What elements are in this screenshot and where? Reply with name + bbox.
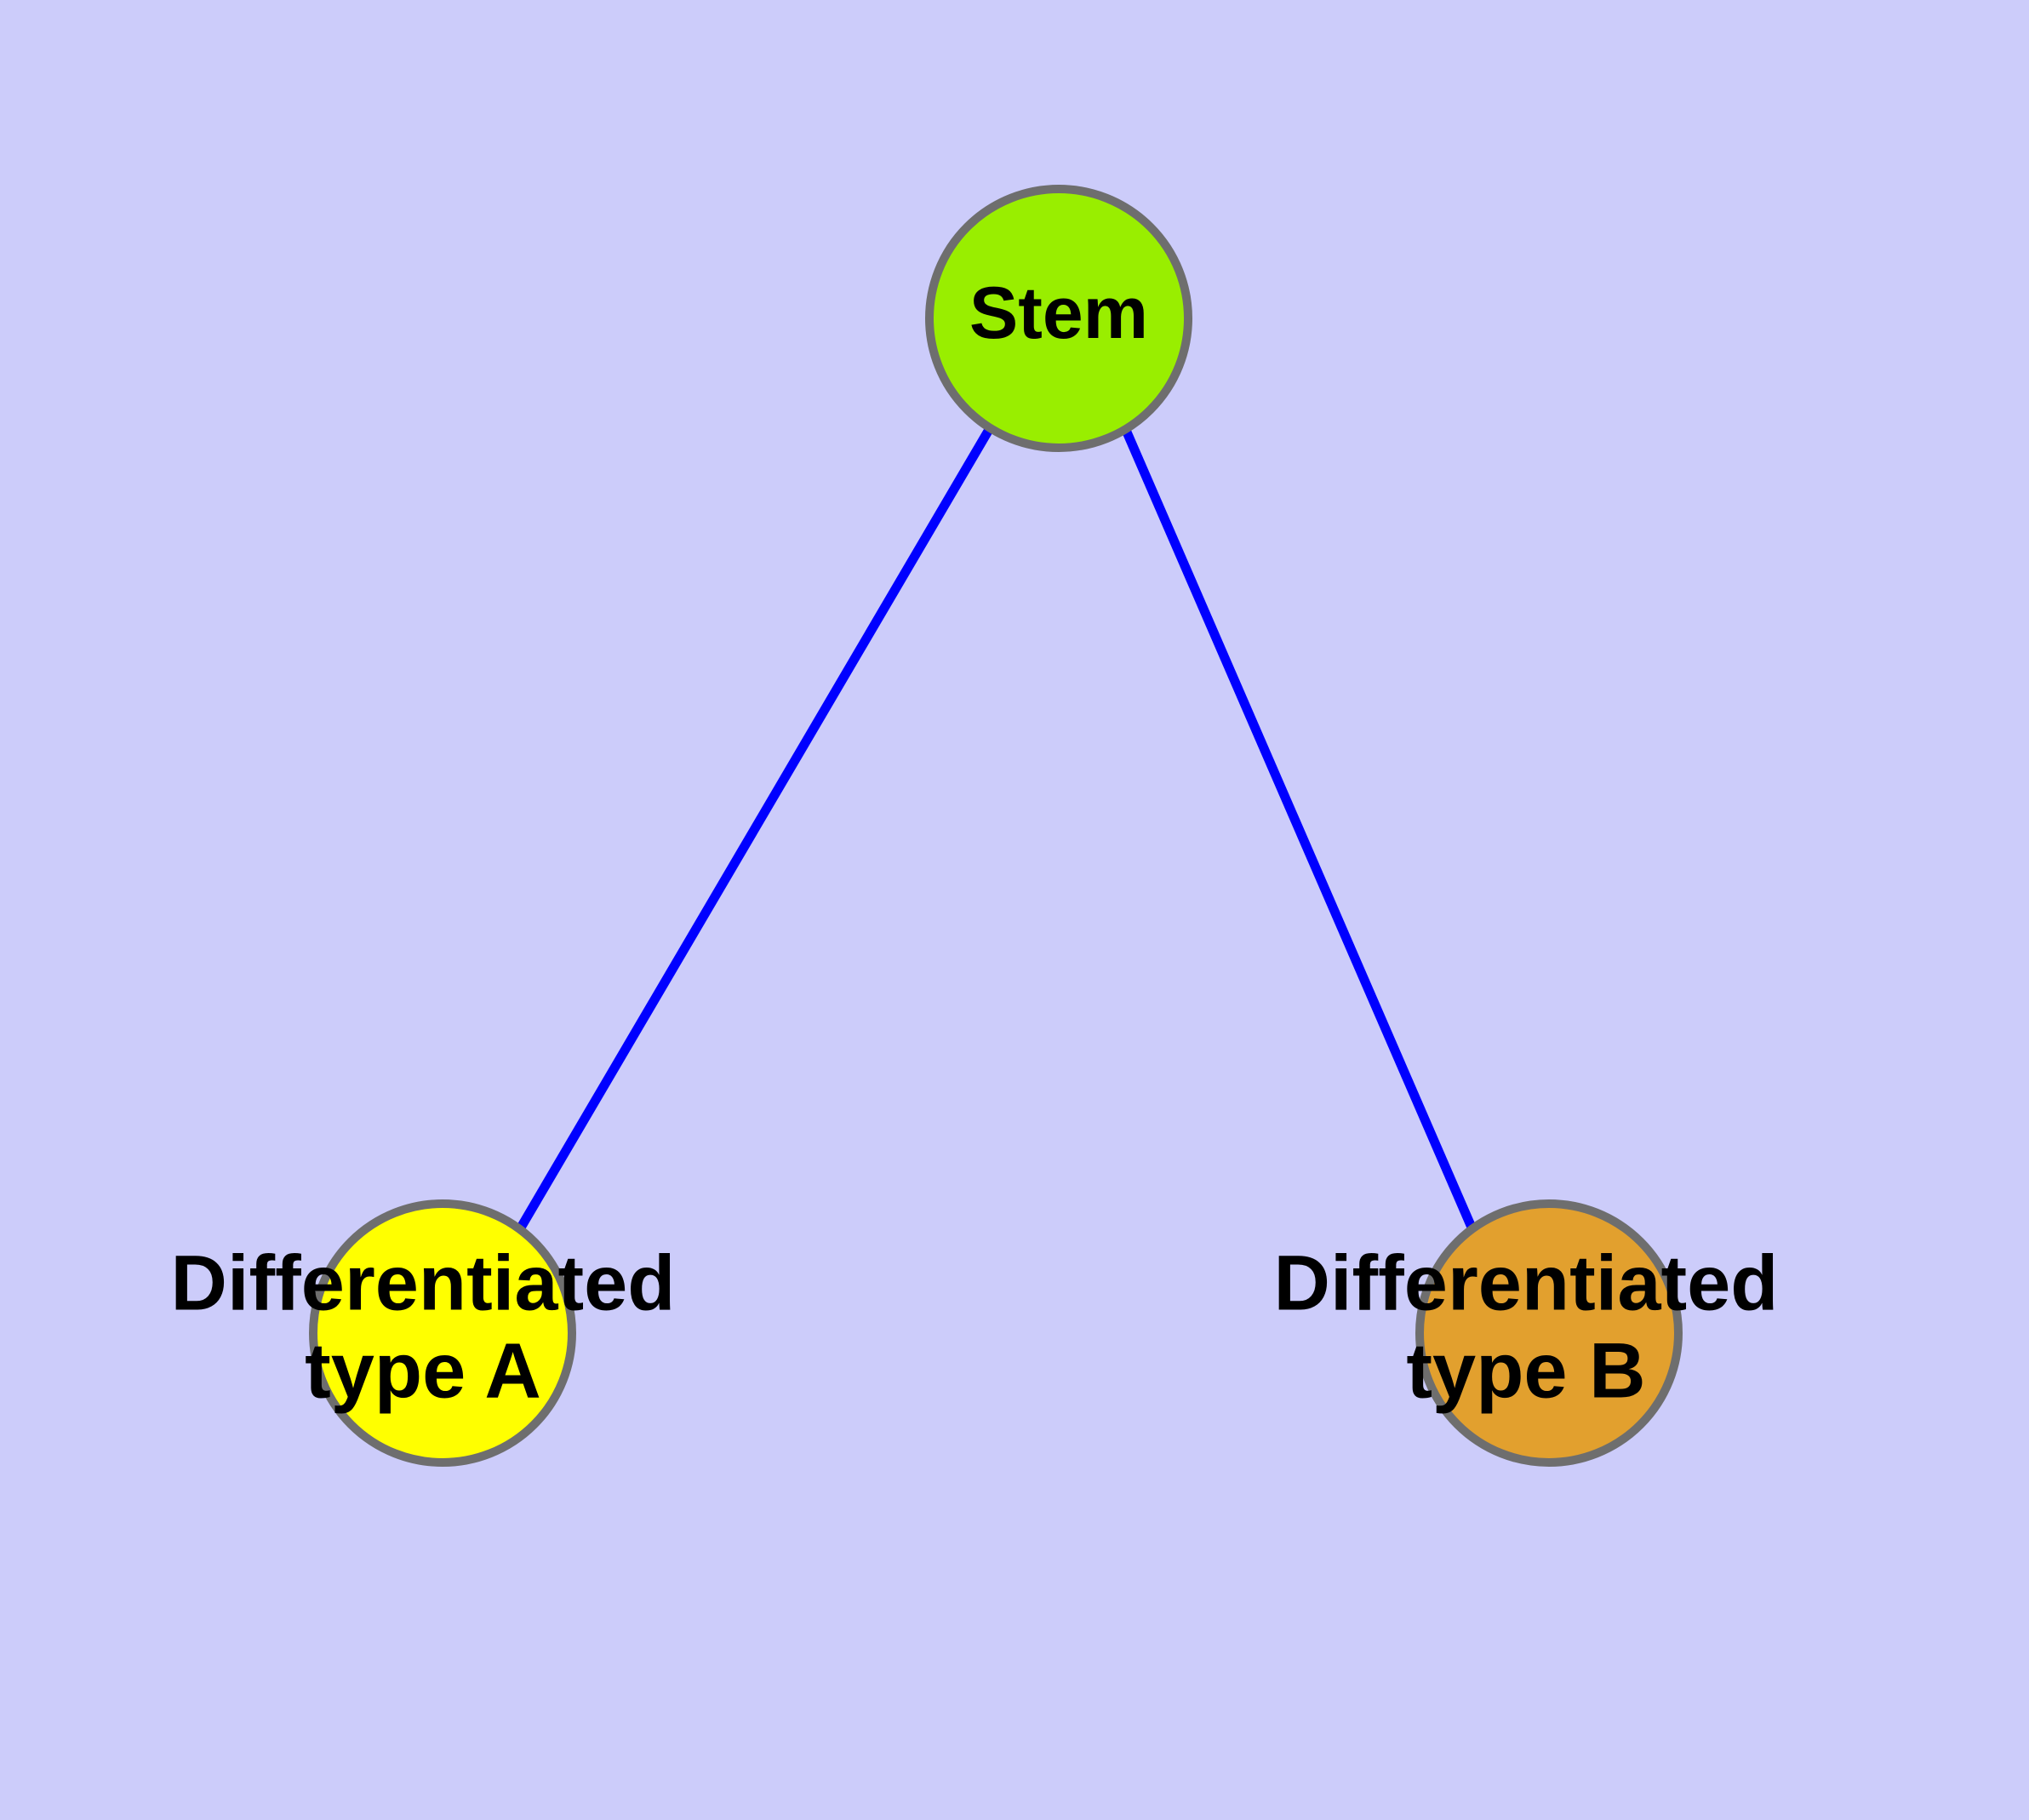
node-differentiated-type-a-circle[interactable] — [309, 1199, 576, 1467]
edge-group — [517, 426, 1477, 1232]
node-stem[interactable]: Stem — [925, 185, 1192, 452]
node-differentiated-type-b-circle[interactable] — [1415, 1199, 1683, 1467]
edge-stem-to-differentiated-type-b[interactable] — [1120, 426, 1477, 1232]
edge-stem-to-differentiated-type-a[interactable] — [517, 426, 994, 1230]
node-stem-label: Stem — [969, 272, 1148, 354]
node-stem-circle[interactable] — [925, 185, 1192, 452]
